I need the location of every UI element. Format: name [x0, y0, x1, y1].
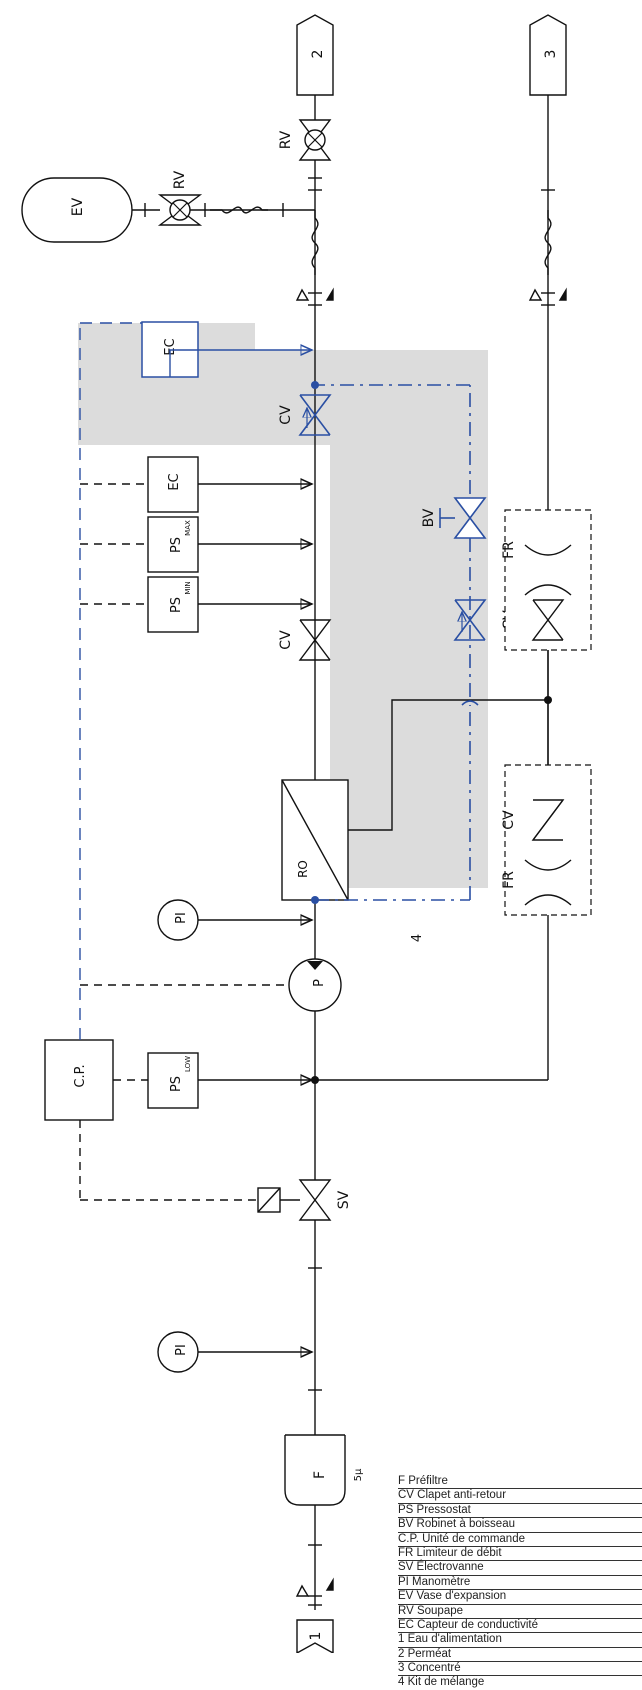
- flow-restrictor-lower: CV FR: [501, 764, 592, 916]
- svg-text:FR: FR: [501, 871, 517, 889]
- flow-restrictor-upper: FR: [501, 509, 592, 651]
- svg-text:RO: RO: [296, 860, 310, 878]
- ball-valve: BV: [421, 497, 487, 539]
- legend-row: 1 Eau d'alimentation: [398, 1633, 642, 1648]
- legend-row: F Préfiltre: [398, 1475, 642, 1490]
- ec-sensor-upper: EC: [80, 321, 312, 378]
- legend-row: C.P. Unité de commande: [398, 1533, 642, 1547]
- svg-text:P: P: [312, 979, 327, 987]
- pump: P: [80, 958, 342, 1012]
- ec-sensor: EC: [80, 456, 312, 513]
- expansion-vessel: EV: [21, 177, 133, 243]
- svg-text:PS: PS: [169, 1076, 184, 1092]
- relief-valve-main: RV: [278, 119, 332, 161]
- svg-text:MIN: MIN: [184, 581, 192, 594]
- svg-text:FR: FR: [501, 541, 517, 559]
- svg-text:EC: EC: [167, 473, 182, 490]
- svg-text:3: 3: [543, 50, 559, 59]
- blue-junction-upper: [311, 381, 319, 389]
- legend-row: 3 Concentré: [398, 1662, 642, 1677]
- svg-text:PS: PS: [169, 597, 184, 613]
- hose-loop-main: [311, 210, 319, 275]
- svg-text:BV: BV: [421, 508, 437, 527]
- legend-row: PS Pressostat: [398, 1504, 642, 1519]
- svg-text:PS: PS: [169, 537, 184, 553]
- connector-2: 2: [296, 14, 334, 96]
- mixing-kit-shade-right: [415, 445, 488, 888]
- pi-gauge-upper: PI: [157, 899, 312, 941]
- prefilter: F 5µ: [284, 1434, 364, 1506]
- concentrate-ticks: [541, 189, 555, 306]
- legend-row: 2 Perméat: [398, 1648, 642, 1663]
- svg-text:PI: PI: [174, 1344, 189, 1356]
- legend-row: SV Électrovanne: [398, 1561, 642, 1576]
- ro-module: RO: [281, 696, 552, 901]
- legend-row: 4 Kit de mélange: [398, 1676, 485, 1689]
- mixing-kit-branch: [315, 384, 479, 901]
- legend-row: CV Clapet anti-retour: [398, 1489, 642, 1504]
- ground-symbol-2: [295, 287, 334, 301]
- ro-schematic: 1 F 5µ PI SV C.P. PS LOW: [21, 14, 592, 1653]
- pi-gauge-lower: PI: [157, 1331, 312, 1373]
- svg-text:F: F: [312, 1471, 328, 1479]
- ps-low: PS LOW: [147, 1052, 319, 1109]
- svg-text:2: 2: [310, 50, 326, 59]
- svg-text:PI: PI: [174, 912, 189, 924]
- solenoid-valve: SV: [80, 1179, 352, 1221]
- check-valve-main: CV: [278, 619, 332, 661]
- svg-text:MAX: MAX: [184, 520, 192, 536]
- ground-symbol-3: [528, 287, 567, 301]
- legend-row: EV Vase d'expansion: [398, 1590, 642, 1605]
- connector-3: 3: [529, 14, 567, 96]
- legend-row: EC Capteur de conductivité: [398, 1619, 642, 1634]
- control-unit: C.P.: [44, 323, 148, 1200]
- mixing-kit-shade-strip: [330, 350, 488, 445]
- hose-loop-concentrate: [544, 210, 552, 275]
- svg-text:CV: CV: [501, 810, 517, 830]
- svg-text:EV: EV: [70, 197, 86, 216]
- svg-text:SV: SV: [336, 1190, 352, 1209]
- ps-max: PS MAX: [80, 516, 312, 573]
- mixing-kit-shade: [78, 323, 488, 885]
- svg-text:RV: RV: [172, 170, 188, 189]
- svg-text:C.P.: C.P.: [73, 1064, 88, 1087]
- blue-junction-lower: [311, 896, 319, 904]
- ps-min: PS MIN: [80, 576, 312, 633]
- mixing-kit-shade-bottom: [330, 845, 488, 888]
- legend-row: PI Manomètre: [398, 1576, 642, 1591]
- ground-symbol-1: [295, 1577, 334, 1597]
- svg-text:RV: RV: [278, 130, 294, 149]
- svg-text:CV: CV: [278, 630, 294, 650]
- mixing-kit-number: 4: [410, 934, 425, 942]
- legend-row: BV Robinet à boisseau: [398, 1518, 642, 1533]
- pipe-ticks: [308, 177, 322, 1606]
- legend-row: FR Limiteur de débit: [398, 1547, 642, 1562]
- check-valve-upper: CV: [278, 394, 332, 436]
- svg-text:EC: EC: [163, 338, 178, 355]
- svg-text:5µ: 5µ: [353, 1468, 364, 1481]
- svg-text:1: 1: [308, 1632, 324, 1641]
- expansion-vessel-branch: RV: [132, 170, 315, 226]
- svg-text:CV: CV: [278, 405, 294, 425]
- svg-text:LOW: LOW: [184, 1056, 192, 1072]
- legend-row: RV Soupape: [398, 1605, 642, 1619]
- connector-1: 1: [296, 1619, 334, 1653]
